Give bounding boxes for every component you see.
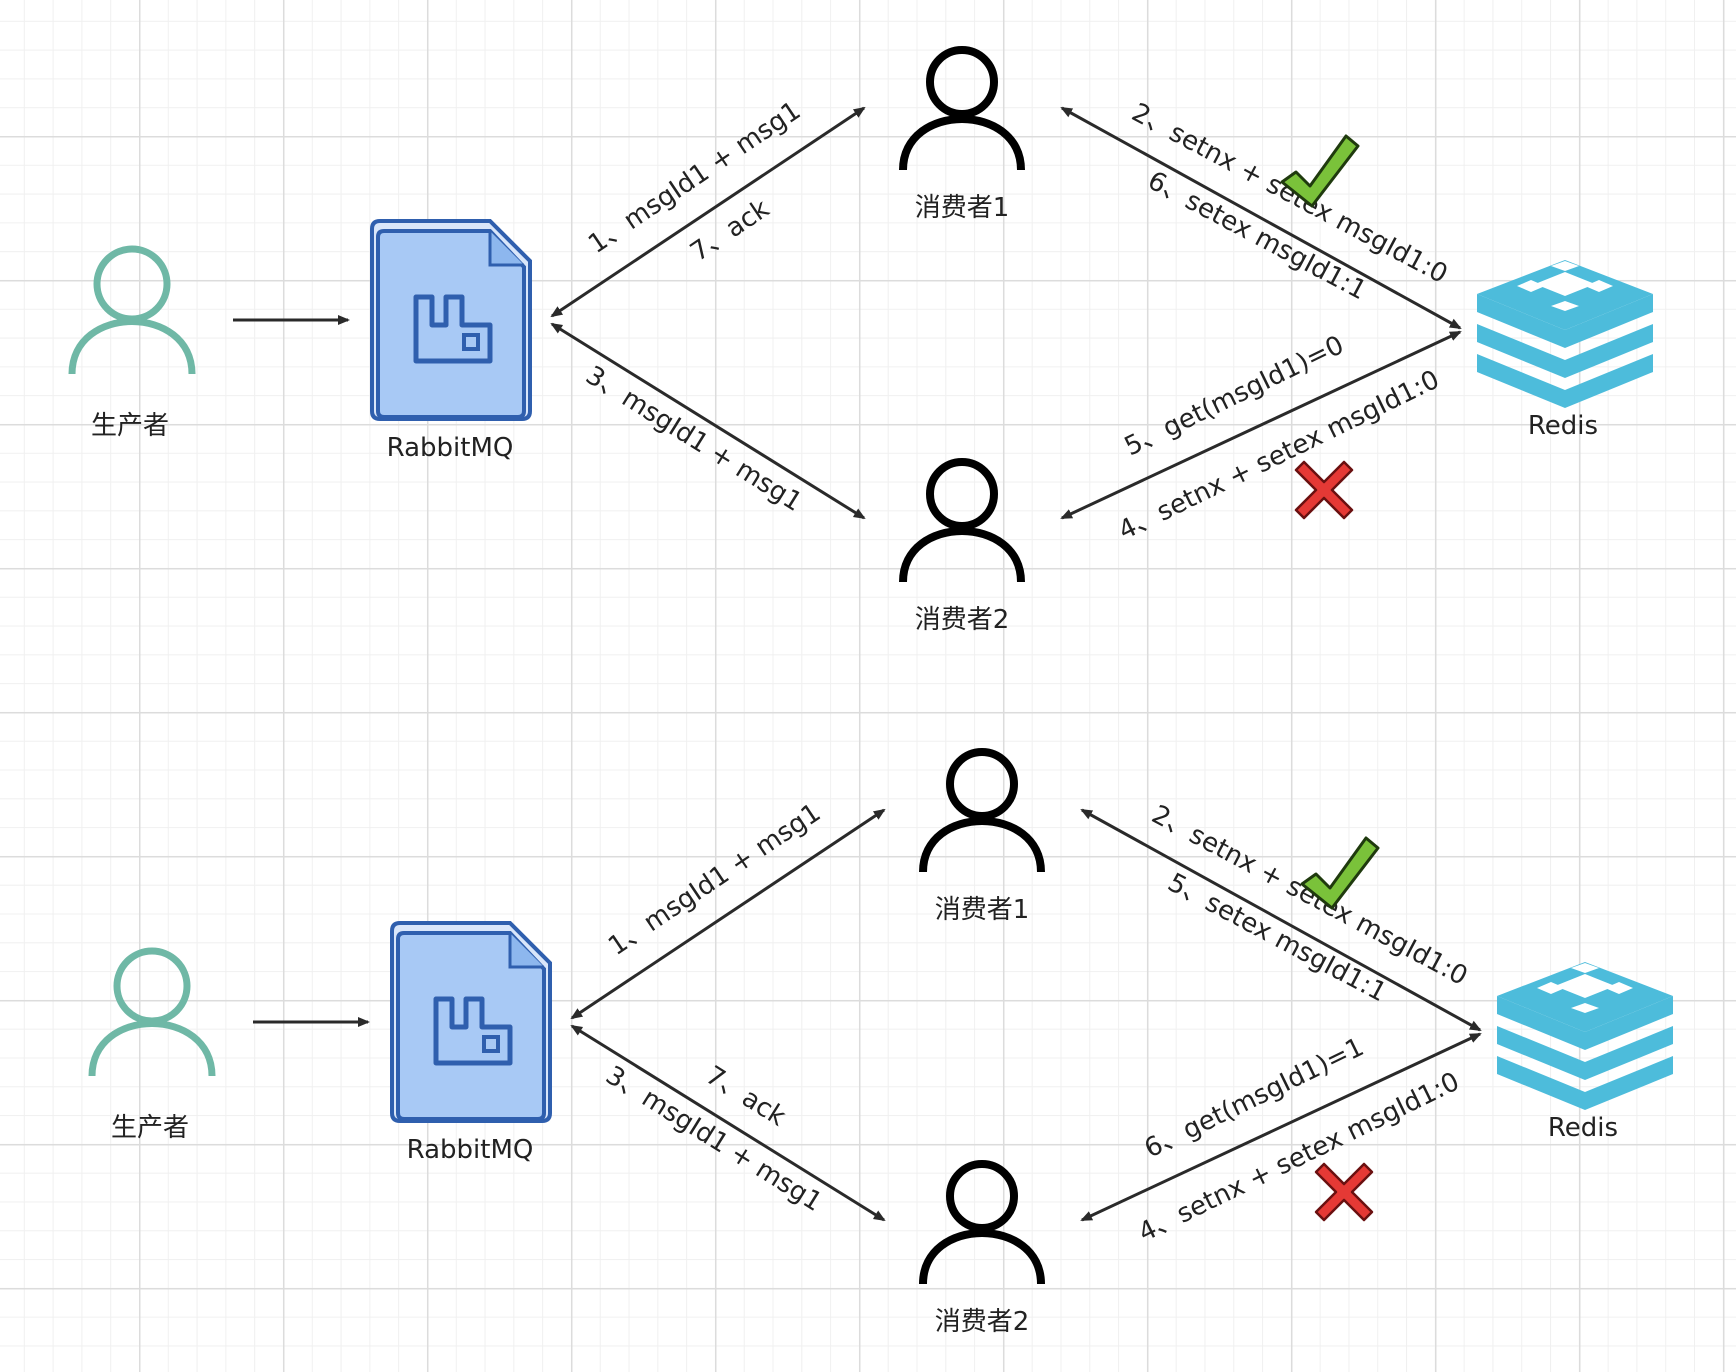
- edge-label-4: 4、setnx + setex msgId1:0: [1134, 1067, 1464, 1249]
- consumer1-node: 消费者1: [903, 50, 1021, 223]
- producer-node: 生产者: [72, 249, 192, 441]
- consumer1-person-icon: [903, 50, 1021, 170]
- producer-person-icon: [72, 249, 192, 374]
- producer-label: 生产者: [91, 411, 169, 441]
- edge-label-1: 1、msgId1 + msg1: [583, 96, 806, 260]
- rabbitmq-consumer2-arrow: [570, 1024, 886, 1222]
- rabbitmq-consumer1-arrow: [550, 106, 866, 318]
- redis-node: Redis: [1477, 260, 1653, 441]
- rabbitmq-icon: [392, 923, 550, 1121]
- diagram-1: 生产者 RabbitMQ 消费者1 消费者2 Redis 1、m: [72, 50, 1653, 635]
- producer-person-icon: [92, 951, 212, 1076]
- edge-label-7: 7、ack: [685, 194, 775, 268]
- producer-node-2: 生产者: [92, 951, 212, 1143]
- consumer2-node-2: 消费者2: [923, 1164, 1041, 1337]
- consumer1-redis-arrow: [1060, 106, 1462, 330]
- rabbitmq-consumer1-arrow: [570, 808, 886, 1020]
- rabbitmq-label: RabbitMQ: [387, 433, 514, 463]
- consumer2-label: 消费者2: [935, 1307, 1030, 1337]
- consumer2-person-icon: [923, 1164, 1041, 1284]
- producer-label: 生产者: [111, 1113, 189, 1143]
- redis-label: Redis: [1528, 411, 1598, 441]
- edge-label-4: 4、setnx + setex msgId1:0: [1114, 365, 1444, 547]
- edge-label-3: 3、msgId1 + msg1: [580, 360, 807, 517]
- rabbitmq-icon: [372, 221, 530, 419]
- consumer2-person-icon: [903, 462, 1021, 582]
- consumer1-label: 消费者1: [915, 193, 1010, 223]
- redis-icon: [1477, 260, 1653, 408]
- consumer2-redis-arrow: [1060, 330, 1462, 520]
- redis-node-2: Redis: [1497, 962, 1673, 1143]
- consumer1-person-icon: [923, 752, 1041, 872]
- consumer2-node: 消费者2: [903, 462, 1021, 635]
- redis-icon: [1497, 962, 1673, 1110]
- fail-cross-icon: [1294, 460, 1354, 520]
- consumer1-redis-arrow: [1080, 808, 1482, 1032]
- rabbitmq-node-2: RabbitMQ: [392, 923, 550, 1165]
- redis-label: Redis: [1548, 1113, 1618, 1143]
- consumer1-node-2: 消费者1: [923, 752, 1041, 925]
- consumer1-label: 消费者1: [935, 895, 1030, 925]
- diagram-2: 生产者 RabbitMQ 消费者1 消费者2 Redis 1、m: [92, 752, 1673, 1337]
- consumer2-redis-arrow: [1080, 1032, 1482, 1222]
- edge-label-1: 1、msgId1 + msg1: [603, 798, 826, 962]
- fail-cross-icon: [1314, 1162, 1374, 1222]
- rabbitmq-consumer2-arrow: [550, 322, 866, 520]
- rabbitmq-label: RabbitMQ: [407, 1135, 534, 1165]
- consumer2-label: 消费者2: [915, 605, 1010, 635]
- rabbitmq-node: RabbitMQ: [372, 221, 530, 463]
